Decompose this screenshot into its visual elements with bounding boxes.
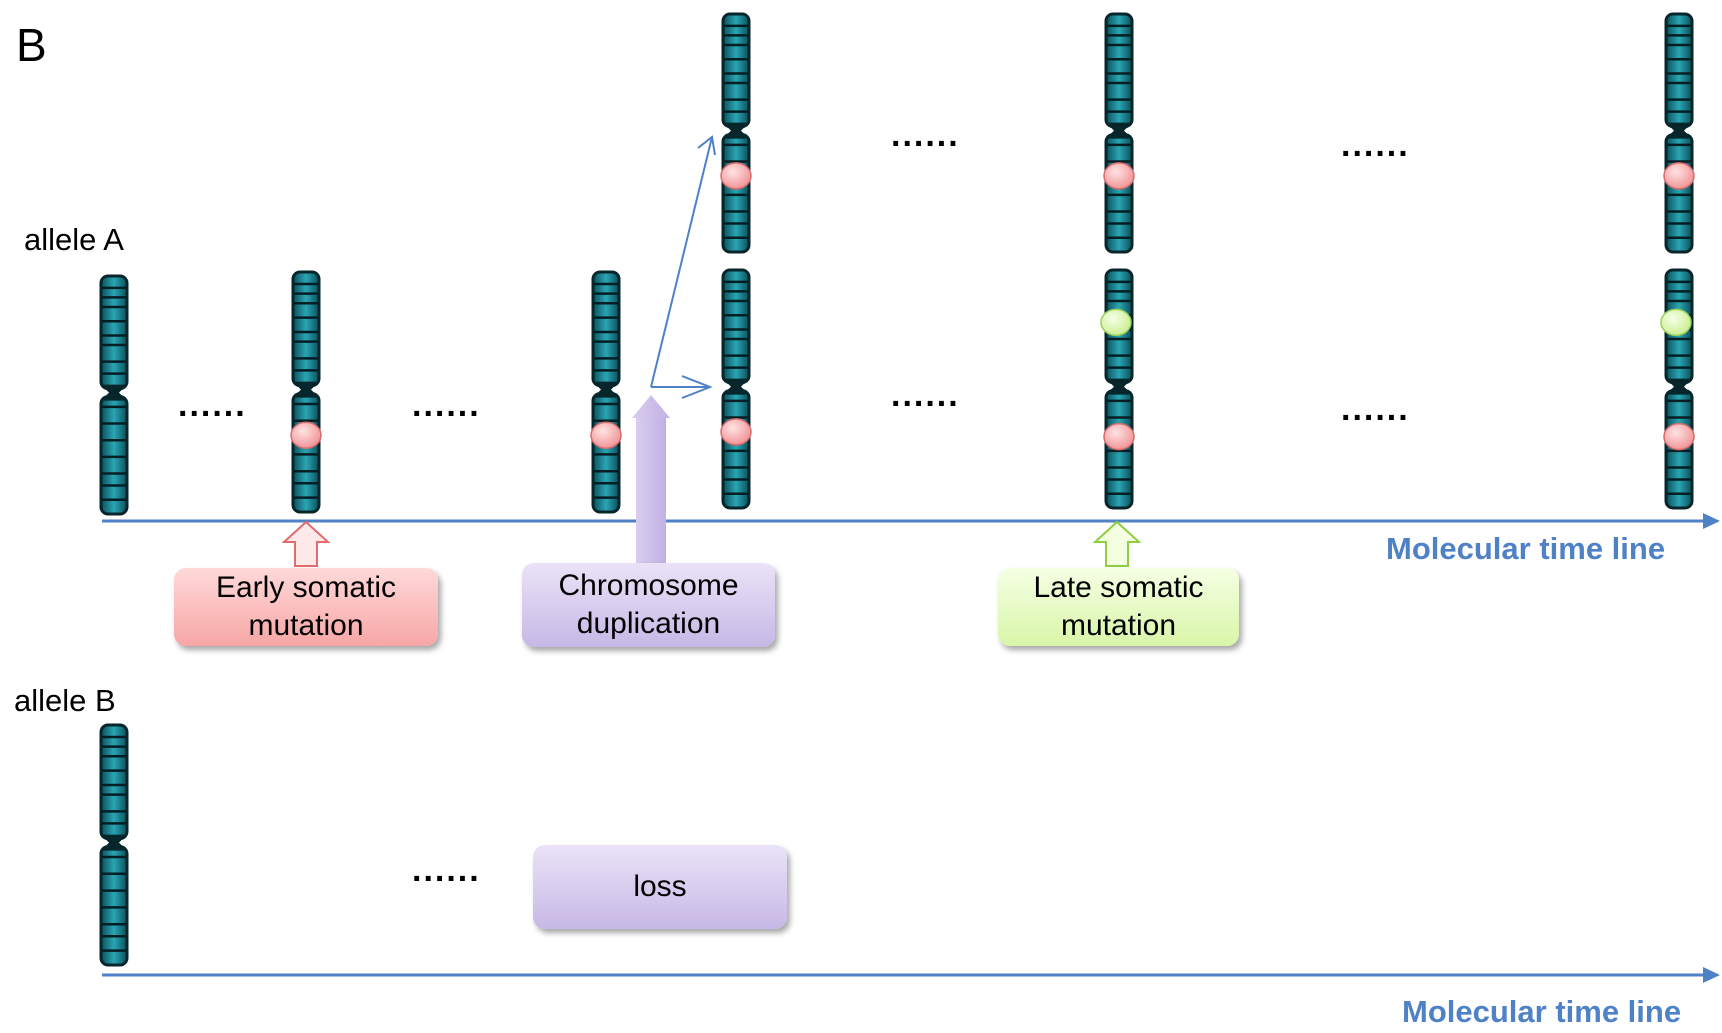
chromosome	[590, 270, 622, 514]
chromosome	[720, 12, 752, 254]
timeline-b	[102, 967, 1720, 983]
early-mutation-marker	[1663, 422, 1695, 451]
chromosome	[720, 268, 752, 510]
allele-a-label: allele A	[24, 222, 124, 257]
allele-b-label: allele B	[14, 683, 116, 718]
duplication-up-arrow	[632, 395, 670, 566]
early-mutation-marker	[720, 418, 752, 446]
chromosome	[290, 270, 322, 514]
ellipsis: ......	[891, 116, 960, 154]
chromosome	[1103, 12, 1135, 254]
ellipsis: ......	[1341, 390, 1410, 428]
ellipsis: ......	[891, 376, 960, 414]
loss-label: loss	[633, 870, 687, 903]
early-mutation-arrow	[281, 520, 331, 567]
late-mutation-marker	[1100, 308, 1132, 337]
duplication-label: Chromosome duplication	[558, 569, 739, 640]
early-mutation-box: Early somatic mutation	[174, 568, 438, 646]
early-mutation-marker	[290, 421, 322, 449]
ellipsis: ......	[178, 386, 247, 424]
panel-label: B	[16, 19, 47, 71]
chromosome	[1663, 12, 1695, 254]
chromosome	[99, 723, 129, 967]
ellipsis: ......	[412, 851, 481, 889]
duplication-box: Chromosome duplication	[522, 563, 775, 647]
timeline-a	[102, 513, 1720, 529]
chromosome	[1100, 268, 1135, 510]
chromosome	[1660, 268, 1695, 510]
early-mutation-label: Early somatic mutation	[215, 571, 397, 642]
early-mutation-marker	[1663, 162, 1695, 190]
late-mutation-box: Late somatic mutation	[998, 568, 1239, 646]
timeline-b-label: Molecular time line	[1402, 994, 1682, 1029]
early-mutation-marker	[590, 421, 622, 449]
early-mutation-marker	[1103, 162, 1135, 190]
chromosomes	[99, 12, 1695, 967]
loss-box: loss	[533, 845, 787, 929]
late-mutation-label: Late somatic mutation	[1033, 571, 1204, 642]
duplication-branch-arrows	[650, 135, 716, 399]
early-mutation-marker	[1103, 422, 1135, 451]
early-mutation-marker	[720, 162, 752, 190]
ellipsis: ......	[412, 386, 481, 424]
timeline-a-label: Molecular time line	[1386, 531, 1666, 566]
late-mutation-marker	[1660, 308, 1692, 337]
chromosome	[99, 274, 129, 516]
late-mutation-arrow	[1092, 520, 1142, 567]
ellipsis: ......	[1341, 126, 1410, 164]
